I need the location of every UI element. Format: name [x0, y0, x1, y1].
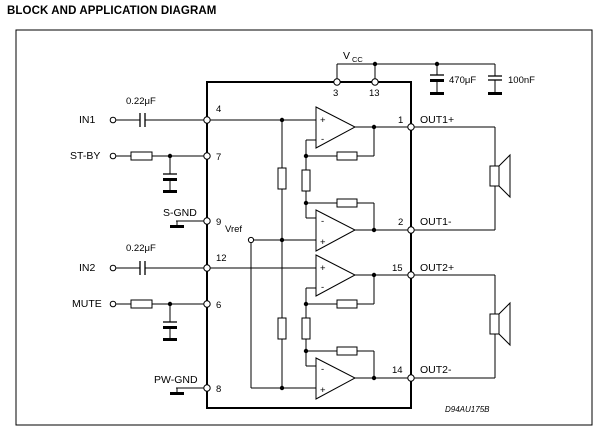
speaker-2-coil [489, 313, 500, 335]
ground-symbol [163, 190, 177, 193]
pin-3 [333, 78, 341, 86]
amplifier-4 [315, 357, 357, 400]
amp2-minus: - [321, 216, 324, 227]
cap-in1-label: 0.22μF [126, 96, 156, 107]
pin-12 [203, 264, 211, 272]
speaker-1-icon [498, 153, 511, 199]
in1-terminal [109, 116, 117, 124]
ic-body [206, 81, 412, 409]
cap-470uf-label: 470μF [449, 75, 476, 86]
in1-label: IN1 [79, 114, 96, 126]
vref-node [247, 236, 255, 244]
pin-13-label: 13 [369, 88, 380, 99]
resistor-bias-2 [277, 317, 287, 340]
resistor-stby [130, 151, 153, 161]
vcc-label: V [343, 50, 350, 62]
amplifier-3 [315, 254, 357, 297]
resistor-bias-1 [277, 167, 287, 190]
pin-7 [203, 152, 211, 160]
pin-9 [203, 217, 211, 225]
pin-3-label: 3 [333, 88, 338, 99]
speaker-1-coil [489, 165, 500, 187]
diagram-title: BLOCK AND APPLICATION DIAGRAM [7, 5, 217, 17]
pin-1-label: 1 [398, 115, 403, 126]
amp2-plus: + [320, 237, 326, 248]
mute-label: MUTE [72, 298, 102, 310]
sgnd-label: S-GND [163, 207, 197, 219]
vref-label: Vref [225, 224, 242, 235]
amp3-minus: - [321, 282, 324, 293]
ground-symbol [488, 92, 502, 95]
vcc-subscript: CC [352, 55, 363, 64]
pin-7-label: 7 [216, 152, 221, 163]
ground-symbol [170, 392, 184, 395]
pin-4 [203, 116, 211, 124]
drawing-reference: D94AU175B [445, 405, 490, 414]
out1p-label: OUT1+ [420, 114, 454, 126]
ground-symbol [170, 225, 184, 228]
resistor-mute [130, 299, 153, 309]
pin-6 [203, 300, 211, 308]
internal-circuit: Vref + - - + [210, 106, 408, 400]
out2m-label: OUT2- [420, 364, 452, 376]
amplifier-2 [315, 209, 357, 252]
input-section: IN1 0.22μF 4 ST-BY 7 S-GND [70, 96, 227, 395]
pin-15-label: 15 [392, 263, 403, 274]
amp3-plus: + [320, 263, 326, 274]
stby-label: ST-BY [70, 150, 100, 162]
outer-frame [15, 29, 593, 426]
supply-section: V CC 3 13 470μF 100nF [333, 50, 535, 99]
resistor-feedback-3 [336, 299, 358, 309]
pin-15 [407, 271, 415, 279]
resistor-feedback-2 [336, 198, 358, 208]
ground-symbol [430, 92, 444, 95]
cap-100nf-label: 100nF [508, 75, 535, 86]
amp1-plus: + [320, 115, 326, 126]
ground-symbol [163, 338, 177, 341]
speaker-2-icon [498, 301, 511, 347]
pin-13 [371, 78, 379, 86]
pin-8 [203, 384, 211, 392]
resistor-feedback-1 [336, 151, 358, 161]
amp1-minus: - [321, 134, 324, 145]
pwgnd-label: PW-GND [154, 374, 198, 386]
amplifier-1 [315, 106, 357, 149]
pin-9-label: 9 [216, 217, 221, 228]
output-section: 1 2 15 14 OUT1+ OUT1- OUT2+ OUT2- D94AU1… [392, 114, 511, 414]
resistor-gain-1 [301, 169, 311, 192]
amp4-plus: + [320, 385, 326, 396]
pin-8-label: 8 [216, 384, 221, 395]
pin-4-label: 4 [216, 104, 221, 115]
out2p-label: OUT2+ [420, 262, 454, 274]
resistor-feedback-4 [336, 346, 358, 356]
pin-2 [407, 226, 415, 234]
stby-terminal [109, 152, 117, 160]
pin-6-label: 6 [216, 300, 221, 311]
resistor-gain-2 [301, 317, 311, 340]
in2-label: IN2 [79, 262, 96, 274]
pin-14 [407, 374, 415, 382]
amp4-minus: - [321, 364, 324, 375]
out1m-label: OUT1- [420, 216, 452, 228]
pin-14-label: 14 [392, 365, 403, 376]
cap-in2-label: 0.22μF [126, 243, 156, 254]
mute-terminal [109, 300, 117, 308]
in2-terminal [109, 264, 117, 272]
pin-12-label: 12 [216, 253, 227, 264]
pin-1 [407, 123, 415, 131]
pin-2-label: 2 [398, 217, 403, 228]
